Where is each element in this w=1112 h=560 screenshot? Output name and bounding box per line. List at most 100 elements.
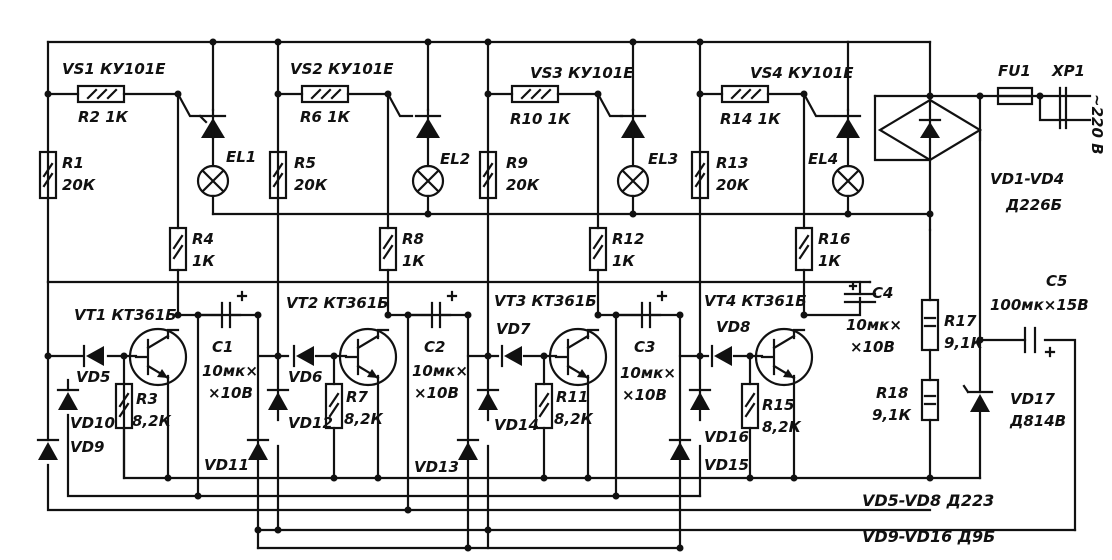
label-r16-value: 1К: [818, 252, 841, 270]
label-r8: R8: [402, 230, 424, 248]
label-vd15: VD15: [704, 456, 749, 474]
label-r12-value: 1К: [612, 252, 635, 270]
capacitor-c2: [406, 290, 470, 329]
label-r17-value: 9,1К: [944, 334, 984, 352]
resistor-r18: [920, 378, 940, 422]
label-r6: R6 1К: [300, 108, 351, 126]
label-r13-value: 20К: [716, 176, 750, 194]
resistor-r17: [920, 298, 940, 352]
label-c1-value1: 10мк×: [202, 362, 258, 380]
label-r16: R16: [818, 230, 850, 248]
label-r2: R2 1К: [78, 108, 129, 126]
label-c3-value2: ×10В: [622, 386, 667, 404]
label-220v: ~220 В: [1088, 94, 1106, 155]
label-r3-value: 8,2К: [132, 412, 172, 430]
resistor-r3-lower: [122, 426, 752, 480]
zener-vd17: [962, 384, 994, 412]
label-r11-value: 8,2К: [554, 410, 594, 428]
diode-vd14: [476, 388, 500, 410]
label-r1-value: 20К: [62, 176, 96, 194]
diode-vd9: [36, 438, 60, 460]
label-c2-value1: 10мк×: [412, 362, 468, 380]
label-r18: R18: [876, 384, 908, 402]
label-el3: EL3: [648, 150, 678, 168]
label-r9: R9: [506, 154, 528, 172]
label-vd16: VD16: [704, 428, 749, 446]
label-vd11: VD11: [204, 456, 249, 474]
label-d226: Д226Б: [1005, 196, 1062, 214]
label-note2: VD9-VD16 Д9Б: [862, 527, 995, 546]
resistor-r8: [378, 226, 398, 272]
label-r13: R13: [716, 154, 748, 172]
plug-xp1: [1058, 86, 1068, 130]
label-vd7: VD7: [496, 320, 531, 338]
junctions: [44, 38, 1044, 552]
label-vt2: VT2 КТ361Б: [286, 294, 389, 312]
label-r15-value: 8,2К: [762, 418, 802, 436]
label-xp1: XP1: [1051, 62, 1085, 80]
label-vt4: VT4 КТ361Б: [704, 292, 807, 310]
label-r4-value: 1К: [192, 252, 215, 270]
label-r7: R7: [346, 388, 369, 406]
label-bridge: VD1-VD4: [990, 170, 1064, 188]
resistor-r7: [324, 382, 344, 430]
label-r9-value: 20К: [506, 176, 540, 194]
capacitor-c4: [843, 280, 877, 304]
lamp-el3: [616, 164, 650, 198]
label-el1: EL1: [226, 148, 256, 166]
capacitor-c1: [196, 290, 260, 329]
resistor-r4: [168, 226, 188, 272]
resistor-r1: [38, 150, 58, 200]
diode-vd15: [668, 438, 692, 460]
diode-vd5: [82, 344, 104, 368]
label-vd14: VD14: [494, 416, 539, 434]
label-vd5: VD5: [76, 368, 111, 386]
resistor-r6: [300, 84, 350, 104]
resistor-r16: [794, 226, 814, 272]
capacitor-c5: [1023, 326, 1056, 358]
diode-vd12: [266, 388, 290, 410]
diode-vd13: [456, 438, 480, 460]
transistor-vt2: [338, 327, 398, 387]
label-r8-value: 1К: [402, 252, 425, 270]
label-d814: Д814В: [1009, 412, 1066, 430]
label-c2-value2: ×10В: [414, 384, 459, 402]
lamp-el4: [831, 164, 865, 198]
label-note1: VD5-VD8 Д223: [862, 491, 994, 510]
label-c5-value: 100мк×15В: [990, 296, 1089, 314]
label-el2: EL2: [440, 150, 470, 168]
label-r4: R4: [192, 230, 214, 248]
label-vd13: VD13: [414, 458, 459, 476]
fuse-fu1: [996, 86, 1034, 106]
diode-vd11: [246, 438, 270, 460]
thyristor-bodies: [211, 108, 850, 140]
label-c4: C4: [872, 284, 893, 302]
label-c1-value2: ×10В: [208, 384, 253, 402]
label-r15: R15: [762, 396, 794, 414]
resistor-r15: [740, 382, 760, 430]
label-vs4: VS4 КУ101Е: [750, 64, 854, 82]
transistor-vt4: [754, 327, 814, 387]
label-r17: R17: [944, 312, 977, 330]
label-r12: R12: [612, 230, 644, 248]
diode-vd8: [710, 344, 732, 368]
label-el4: EL4: [808, 150, 838, 168]
label-r18-value: 9,1К: [872, 406, 912, 424]
label-c4-value1: 10мк×: [846, 316, 902, 334]
label-vd12: VD12: [288, 414, 333, 432]
lamp-el2: [411, 164, 445, 198]
transistor-vt1: [128, 327, 188, 387]
resistor-r12: [588, 226, 608, 272]
label-r7-value: 8,2К: [344, 410, 384, 428]
label-r5: R5: [294, 154, 316, 172]
label-c5: C5: [1046, 272, 1067, 290]
label-c3: C3: [634, 338, 655, 356]
resistor-r5: [268, 150, 288, 200]
label-vt1: VT1 КТ361Б: [74, 306, 177, 324]
label-r5-value: 20К: [294, 176, 328, 194]
diode-vd7: [500, 344, 522, 368]
label-vs3: VS3 КУ101Е: [530, 64, 634, 82]
diode-bridge: [877, 98, 983, 162]
resistor-r2: [76, 84, 126, 104]
